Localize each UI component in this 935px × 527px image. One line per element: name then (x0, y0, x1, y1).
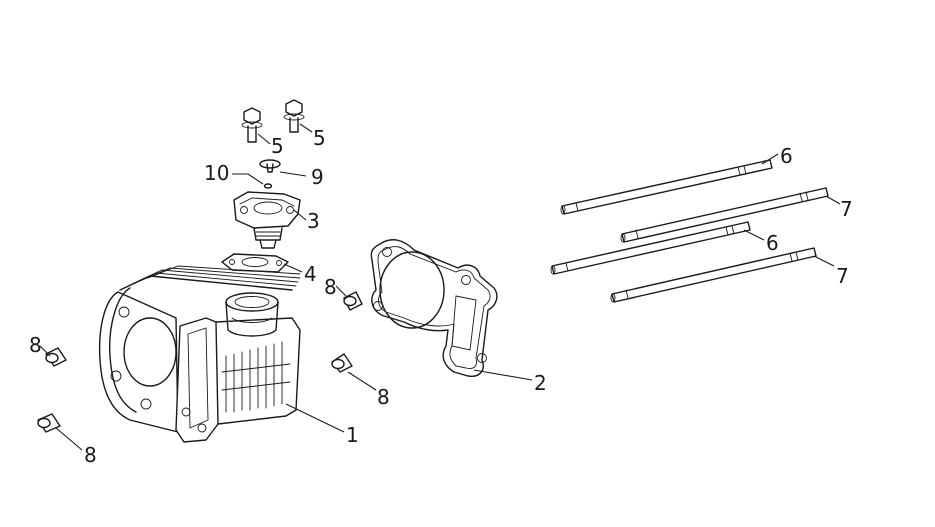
callout-6b: 6 (766, 231, 779, 255)
cylinder-block: 1 (98, 265, 359, 447)
callout-6a: 6 (780, 144, 793, 168)
dowel-pin-a: 8 (324, 275, 363, 311)
callout-9: 9 (311, 165, 324, 189)
callout-1: 1 (346, 423, 359, 447)
callout-7b: 7 (836, 264, 849, 288)
intake-cap: 3 (233, 191, 320, 249)
callout-10: 10 (204, 161, 229, 185)
cylinder-gasket: 2 (370, 239, 547, 395)
washer: 9 (259, 159, 324, 189)
stud-bolt-7-lower: 7 (610, 247, 849, 303)
callout-8c: 8 (377, 385, 390, 409)
callout-8d: 8 (84, 443, 97, 467)
o-ring: 10 (204, 161, 273, 189)
bolt-right: 5 (283, 99, 326, 150)
stud-bolt-6-lower: 6 (550, 221, 779, 275)
dowel-pin-d: 8 (37, 413, 97, 467)
callout-5a: 5 (271, 134, 284, 158)
stud-bolt-6-upper: 6 (560, 144, 793, 215)
stud-bolt-7-upper: 7 (620, 187, 853, 243)
small-gasket: 4 (221, 253, 317, 286)
callout-3: 3 (307, 209, 320, 233)
callout-7a: 7 (840, 197, 853, 221)
callout-4: 4 (304, 262, 317, 286)
callout-5b: 5 (313, 126, 326, 150)
callout-8b: 8 (29, 333, 42, 357)
dowel-pin-b: 8 (29, 333, 67, 367)
bolt-left: 5 (241, 107, 284, 158)
callout-8a: 8 (324, 275, 337, 299)
callout-2: 2 (534, 371, 547, 395)
dowel-pin-c: 8 (331, 353, 390, 409)
